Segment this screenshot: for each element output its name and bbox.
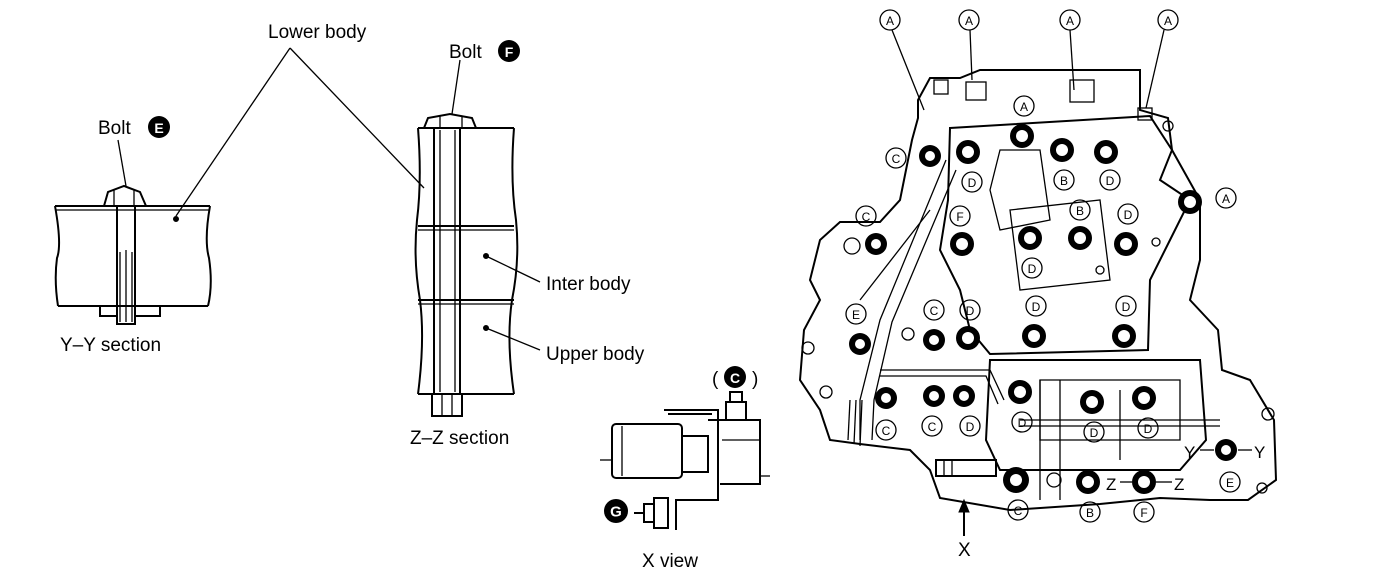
label-a-top-1: A xyxy=(879,9,901,31)
y-y-section-drawing xyxy=(54,139,212,325)
label-c-6: C xyxy=(1007,499,1029,521)
svg-text:F: F xyxy=(956,210,963,224)
svg-text:F: F xyxy=(1140,506,1147,520)
svg-text:C: C xyxy=(862,210,871,224)
label-a-top-3: A xyxy=(1059,9,1081,31)
label-d-5: D xyxy=(959,299,981,321)
label-e-1: E xyxy=(845,303,867,325)
svg-text:A: A xyxy=(965,14,973,28)
bolt-heads xyxy=(849,124,1237,494)
z-marker-right: Z xyxy=(1174,475,1184,494)
svg-text:G: G xyxy=(610,504,622,521)
x-view-label: X view xyxy=(642,551,698,570)
circle-e-solid: E xyxy=(148,116,170,138)
label-d-11: D xyxy=(1137,417,1159,439)
svg-text:D: D xyxy=(1090,426,1099,440)
svg-text:D: D xyxy=(968,176,977,190)
svg-text:D: D xyxy=(1028,262,1037,276)
z-z-section-drawing xyxy=(414,59,541,417)
label-a-right: A xyxy=(1215,187,1237,209)
valve-body-outline xyxy=(798,69,1278,512)
svg-text:C: C xyxy=(930,304,939,318)
svg-text:B: B xyxy=(1060,174,1068,188)
paren-close: ) xyxy=(752,369,758,390)
bolt-f-label: Bolt xyxy=(449,42,482,63)
svg-text:A: A xyxy=(1066,14,1074,28)
lower-body-label: Lower body xyxy=(268,22,367,43)
inter-body-label: Inter body xyxy=(546,274,631,295)
label-b-1: B xyxy=(1053,169,1075,191)
svg-text:C: C xyxy=(1014,504,1023,518)
svg-text:D: D xyxy=(1144,422,1153,436)
label-d-8: D xyxy=(959,415,981,437)
z-z-section-label: Z–Z section xyxy=(410,428,509,449)
svg-text:D: D xyxy=(1018,416,1027,430)
svg-text:C: C xyxy=(882,424,891,438)
svg-text:C: C xyxy=(928,420,937,434)
svg-text:A: A xyxy=(1020,100,1028,114)
svg-text:A: A xyxy=(886,14,894,28)
label-d-3: D xyxy=(1117,203,1139,225)
label-d-2: D xyxy=(1099,169,1121,191)
svg-text:E: E xyxy=(852,308,860,322)
label-a-center: A xyxy=(1013,95,1035,117)
x-view-arrow xyxy=(958,498,970,536)
label-d-1: D xyxy=(961,171,983,193)
label-c-1: C xyxy=(885,147,907,169)
label-a-top-2: A xyxy=(958,9,980,31)
circle-g-solid: G xyxy=(604,499,628,523)
upper-body-label: Upper body xyxy=(546,344,645,365)
label-a-top-4: A xyxy=(1157,9,1179,31)
label-d-9: D xyxy=(1011,411,1033,433)
x-view-drawing xyxy=(600,391,770,530)
label-c-2: C xyxy=(855,205,877,227)
svg-text:D: D xyxy=(966,420,975,434)
label-e-2: E xyxy=(1219,471,1241,493)
svg-text:E: E xyxy=(154,120,163,136)
svg-text:D: D xyxy=(966,304,975,318)
label-c-3: C xyxy=(923,299,945,321)
svg-text:D: D xyxy=(1124,208,1133,222)
label-c-4: C xyxy=(875,419,897,441)
circle-labels: A A A A A A C C C C C C D D D D D D D D … xyxy=(845,9,1241,523)
label-b-2: B xyxy=(1069,199,1091,221)
circle-f-solid: F xyxy=(498,40,520,62)
z-marker-left: Z xyxy=(1106,475,1116,494)
label-f-1: F xyxy=(949,205,971,227)
y-marker-left: Y xyxy=(1184,443,1195,462)
label-d-7: D xyxy=(1115,295,1137,317)
paren-open: ( xyxy=(712,369,719,390)
svg-text:D: D xyxy=(1032,300,1041,314)
label-d-4: D xyxy=(1021,257,1043,279)
y-y-section-label: Y–Y section xyxy=(60,335,161,356)
svg-text:B: B xyxy=(1076,204,1084,218)
section-markers: Y Y Z Z xyxy=(1106,443,1265,494)
body-holes xyxy=(801,120,1275,494)
label-b-3: B xyxy=(1079,501,1101,523)
label-c-5: C xyxy=(921,415,943,437)
svg-text:F: F xyxy=(505,44,514,60)
circle-c-solid: C xyxy=(724,366,746,388)
svg-text:D: D xyxy=(1106,174,1115,188)
svg-text:D: D xyxy=(1122,300,1131,314)
svg-text:A: A xyxy=(1222,192,1230,206)
svg-text:C: C xyxy=(730,370,740,386)
x-arrow-label: X xyxy=(958,540,971,561)
y-marker-right: Y xyxy=(1254,443,1265,462)
svg-text:A: A xyxy=(1164,14,1172,28)
label-d-10: D xyxy=(1083,421,1105,443)
bolt-e-label: Bolt xyxy=(98,118,131,139)
svg-text:E: E xyxy=(1226,476,1234,490)
top-a-leaders xyxy=(891,29,1165,111)
svg-text:B: B xyxy=(1086,506,1094,520)
lower-body-leaders xyxy=(175,47,425,217)
label-f-2: F xyxy=(1133,501,1155,523)
label-d-6: D xyxy=(1025,295,1047,317)
svg-text:C: C xyxy=(892,152,901,166)
